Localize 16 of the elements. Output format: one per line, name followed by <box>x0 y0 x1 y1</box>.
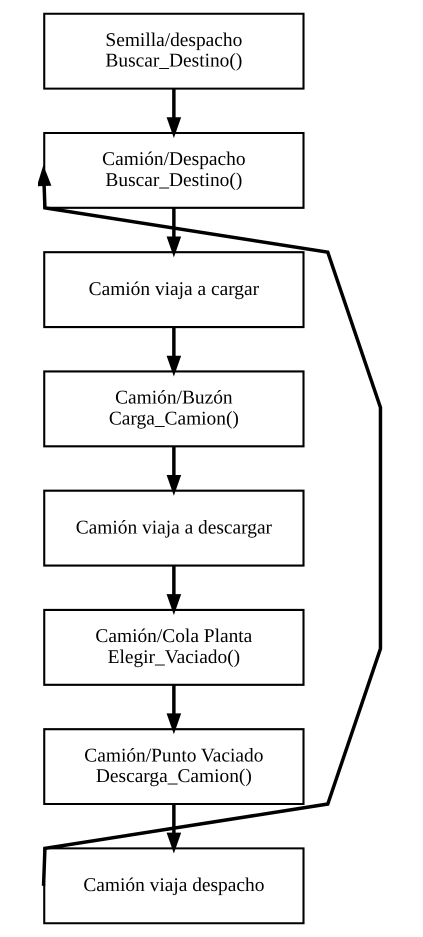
arrow <box>166 684 181 734</box>
arrow <box>166 208 181 258</box>
arrow <box>166 446 181 496</box>
node-box: Camión/Cola Planta Elegir_Vaciado() <box>42 608 304 686</box>
node-box: Camión viaja a descargar <box>42 490 304 567</box>
arrow <box>38 165 382 886</box>
node-box: Camión/Buzón Carga_Camion() <box>42 370 304 448</box>
arrow <box>166 327 181 377</box>
node-box: Camión viaja despacho <box>42 847 304 924</box>
node-box: Semilla/despacho Buscar_Destino() <box>42 12 304 90</box>
arrow <box>166 566 181 616</box>
node-box: Camión viaja a cargar <box>42 251 304 328</box>
node-box: Camión/Punto Vaciado Descarga_Camion() <box>42 728 304 806</box>
arrow <box>166 88 181 138</box>
node-box: Camión/Despacho Buscar_Destino() <box>42 132 304 209</box>
arrow <box>166 804 181 854</box>
